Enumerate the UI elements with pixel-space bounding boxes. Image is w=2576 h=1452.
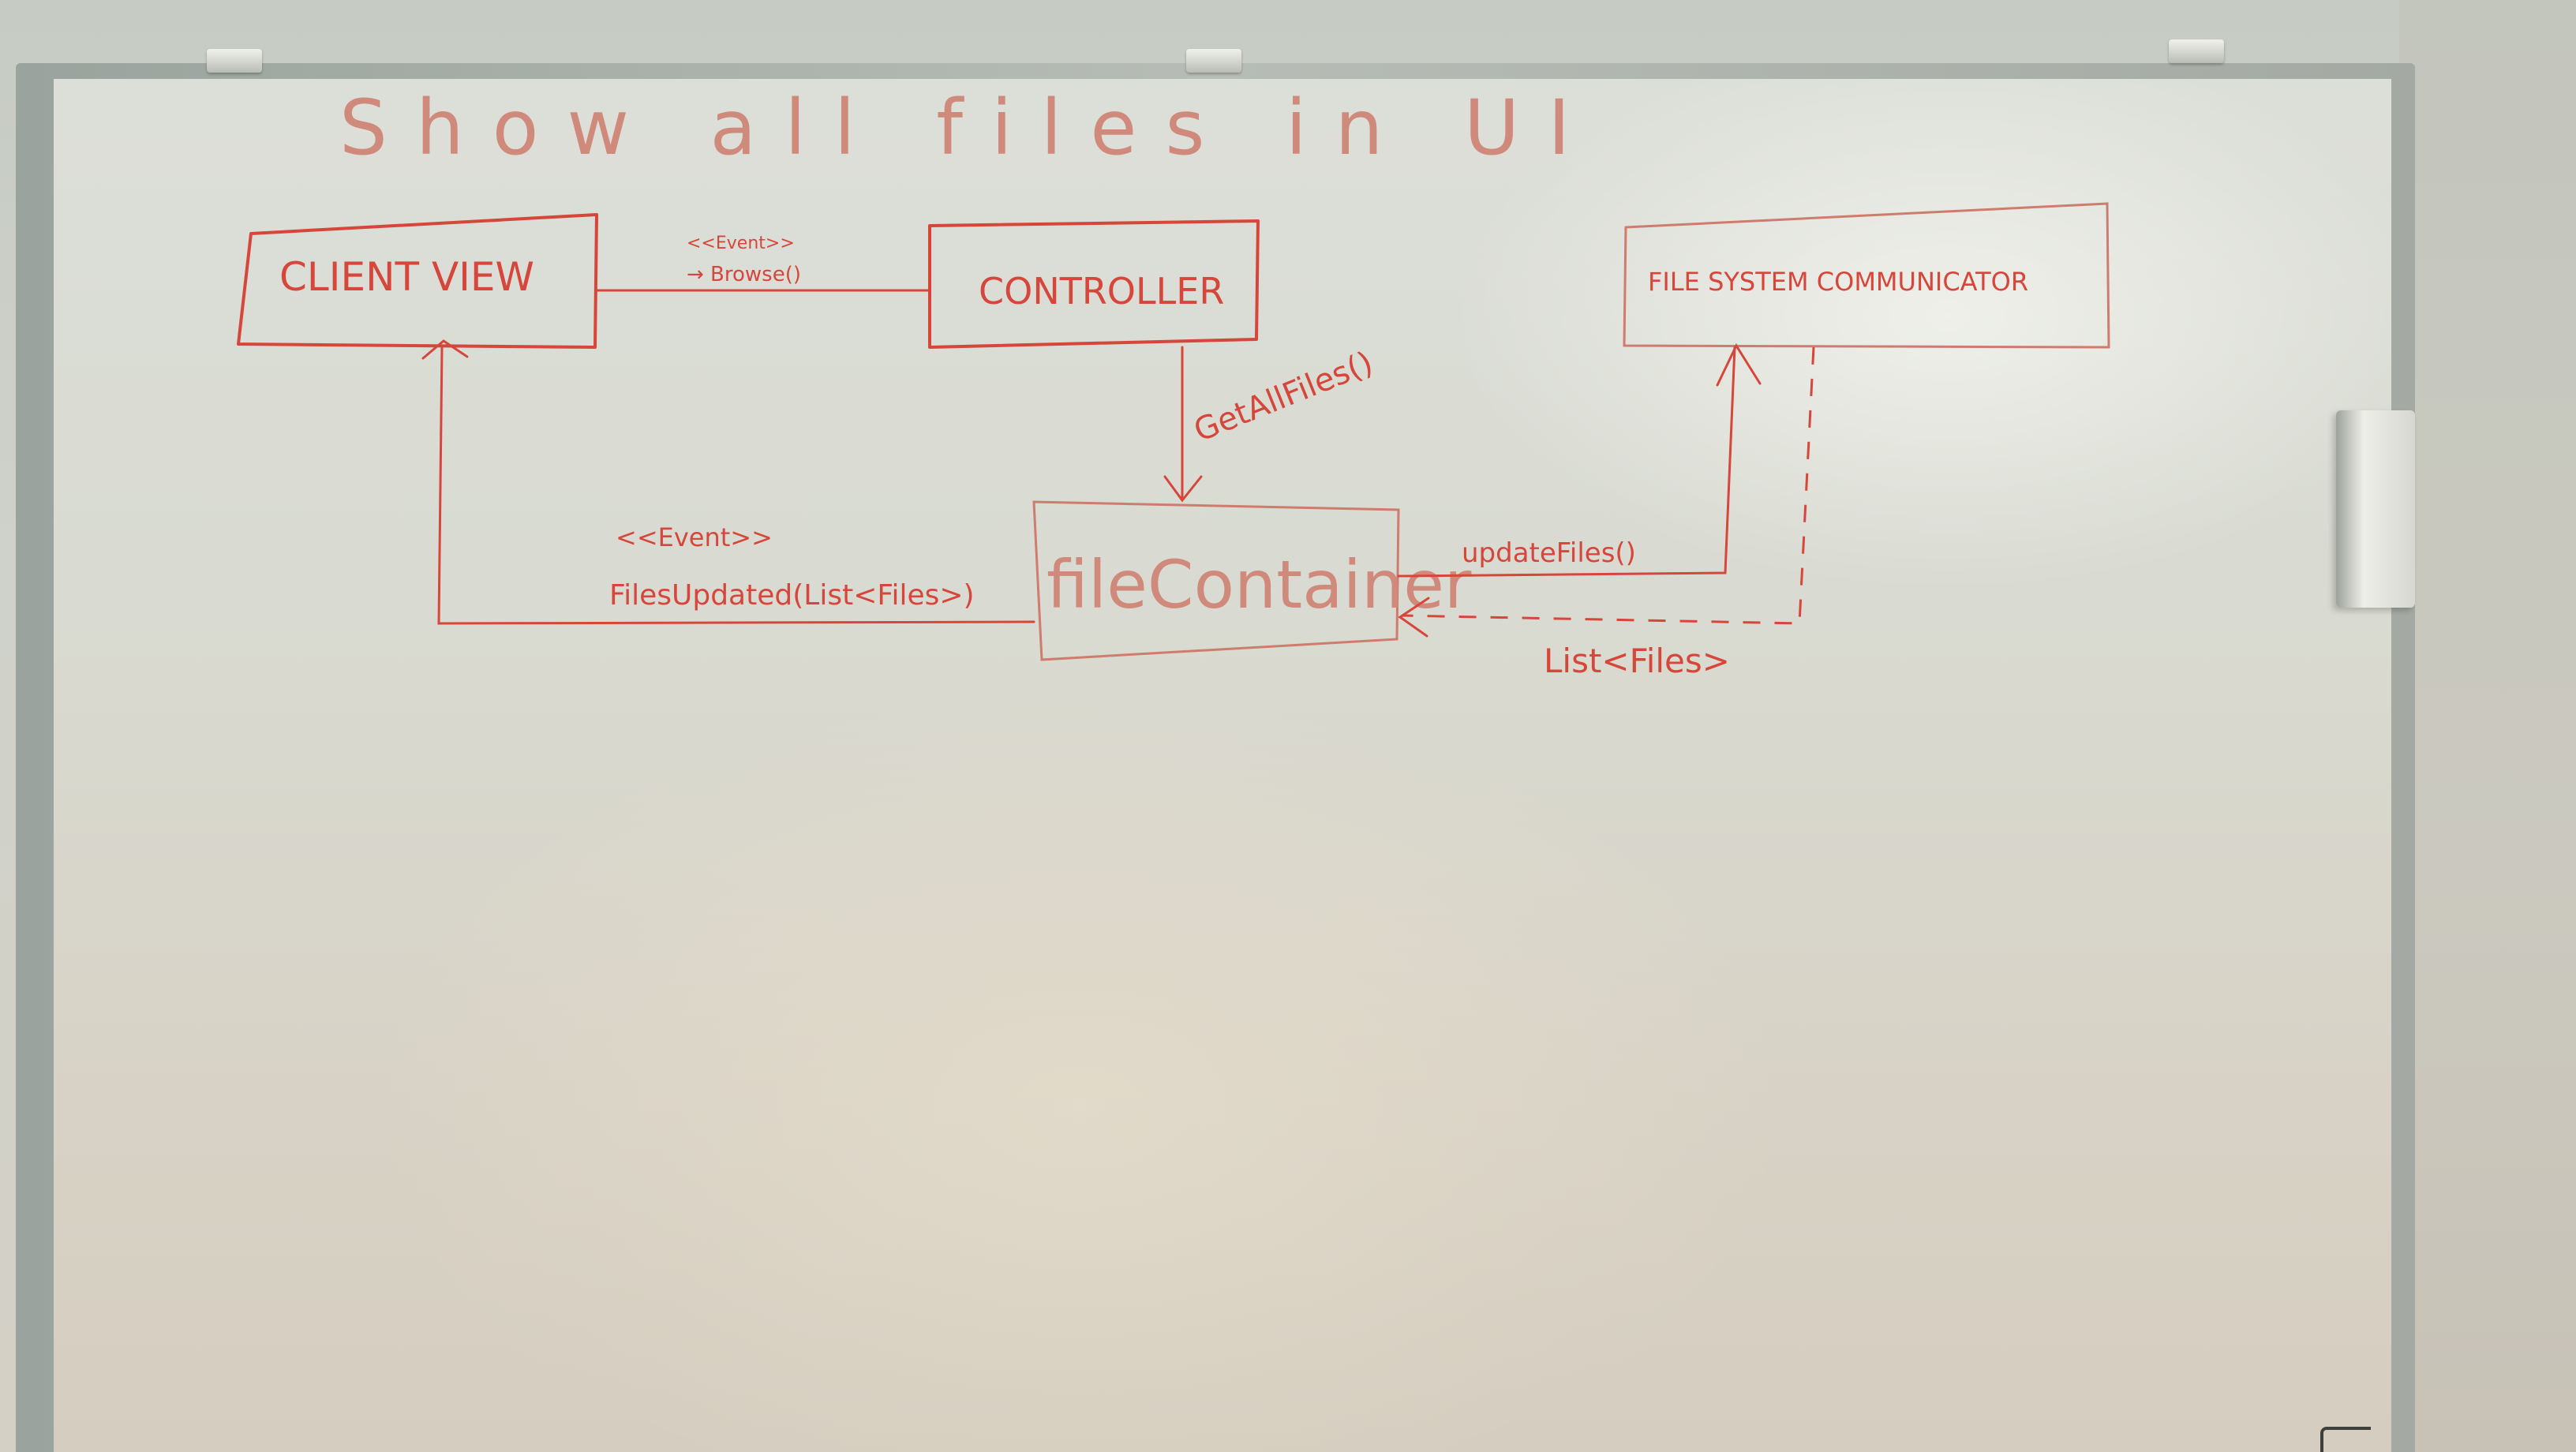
whiteboard-eraser [2336, 410, 2415, 608]
edge-label: updateFiles() [1462, 537, 1636, 569]
file-container-box [1032, 500, 1400, 661]
controller-box [928, 219, 1260, 349]
edge-line [1401, 346, 1815, 625]
file-container-label: fileContainer [1046, 546, 1472, 623]
file-container-node: fileContainer [1032, 500, 1472, 661]
controller-label: CONTROLLER [979, 270, 1224, 312]
client-view-node: CLIENT VIEW [237, 213, 598, 349]
board-clip-right [2169, 39, 2224, 63]
arrow-head [1163, 475, 1203, 503]
wall [2399, 0, 2576, 1452]
board-clip-middle [1186, 49, 1241, 73]
file-system-communicator-box [1623, 202, 2110, 349]
arrow-head [1716, 342, 1762, 387]
edge-label: List<Files> [1544, 642, 1730, 680]
edge-controller-to-container: GetAllFiles() [1163, 345, 1379, 503]
edge-label: → Browse() [687, 263, 801, 286]
edge-label: GetAllFiles() [1189, 345, 1379, 450]
edge-client-to-controller: <<Event>> → Browse() [595, 234, 931, 292]
controller-node: CONTROLLER [928, 219, 1260, 349]
edge-line [437, 346, 1035, 625]
diagram-title: Show all files in UI [339, 84, 1599, 172]
whiteboard-surface [54, 79, 2391, 1452]
client-view-box [237, 213, 598, 349]
edge-line [1397, 346, 1736, 578]
arrow-head [1398, 597, 1430, 638]
edge-label: FilesUpdated(List<Files>) [609, 579, 975, 612]
edge-container-to-fsc: updateFiles() [1397, 342, 1762, 578]
client-view-label: CLIENT VIEW [279, 254, 534, 300]
marker-tray-corner [2320, 1427, 2371, 1452]
edge-stereotype: <<Event>> [687, 234, 795, 253]
board-clip-left [207, 49, 262, 73]
file-system-communicator-label: FILE SYSTEM COMMUNICATOR [1648, 267, 2028, 297]
edge-container-to-client: <<Event>> FilesUpdated(List<Files>) [421, 339, 1035, 625]
edge-stereotype: <<Event>> [616, 522, 773, 552]
file-system-communicator-node: FILE SYSTEM COMMUNICATOR [1623, 202, 2110, 349]
edge-fsc-to-container: List<Files> [1398, 346, 1815, 680]
arrow-head [421, 339, 469, 360]
